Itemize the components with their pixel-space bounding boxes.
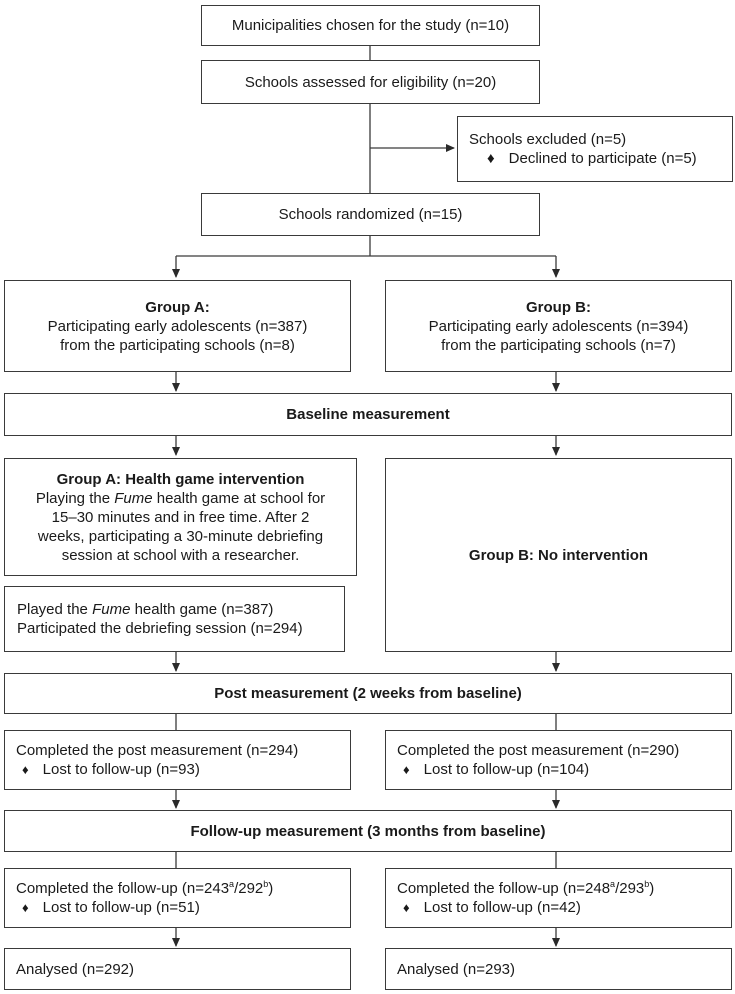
diamond-bullet-icon: ♦ [22,900,29,915]
excluded-bullet-text: Declined to participate (n=5) [508,150,697,167]
diamond-bullet-icon: ♦ [22,762,29,777]
played-line2: Participated the debriefing session (n=2… [17,620,303,637]
followup-a-box: Completed the follow-up (n=243a/292b) ♦ … [4,868,351,928]
group-a-title: Group A: [145,298,210,316]
group-b-line2: from the participating schools (n=7) [441,336,676,354]
followup-measurement-box: Follow-up measurement (3 months from bas… [4,810,732,852]
group-b-title: Group B: [526,298,591,316]
municipalities-box: Municipalities chosen for the study (n=1… [201,5,540,46]
group-b-line1: Participating early adolescents (n=394) [428,317,689,335]
played-line1: Played the Fume health game (n=387) [17,601,274,618]
analysed-a-box: Analysed (n=292) [4,948,351,990]
post-a-completed: Completed the post measurement (n=294) [16,742,299,759]
followup-a-completed: Completed the follow-up (n=243a/292b) [16,879,274,898]
intervention-a-line2: 15–30 minutes and in free time. After 2 [51,508,310,526]
excluded-bullet-row: ♦ Declined to participate (n=5) [469,149,732,168]
post-b-box: Completed the post measurement (n=290) ♦… [385,730,732,790]
post-a-bullet-row: ♦ Lost to follow-up (n=93) [16,760,350,779]
eligibility-label: Schools assessed for eligibility (n=20) [244,73,497,91]
analysed-b-box: Analysed (n=293) [385,948,732,990]
eligibility-box: Schools assessed for eligibility (n=20) [201,60,540,104]
intervention-a-box: Group A: Health game intervention Playin… [4,458,357,576]
analysed-b-label: Analysed (n=293) [397,960,515,978]
followup-b-lost: Lost to follow-up (n=42) [423,899,581,916]
followup-b-box: Completed the follow-up (n=248a/293b) ♦ … [385,868,732,928]
intervention-a-line1: Playing the Fume health game at school f… [35,489,326,507]
intervention-a-line3: weeks, participating a 30-minute debrief… [37,527,324,545]
followup-a-bullet-row: ♦ Lost to follow-up (n=51) [16,898,350,917]
intervention-a-title: Group A: Health game intervention [56,470,305,488]
analysed-a-label: Analysed (n=292) [16,960,134,978]
post-b-lost: Lost to follow-up (n=104) [423,761,590,778]
excluded-title: Schools excluded (n=5) [469,131,627,148]
baseline-box: Baseline measurement [4,393,732,436]
followup-measurement-label: Follow-up measurement (3 months from bas… [190,822,546,840]
post-measurement-label: Post measurement (2 weeks from baseline) [214,685,522,702]
followup-a-lost: Lost to follow-up (n=51) [42,899,200,916]
post-b-bullet-row: ♦ Lost to follow-up (n=104) [397,760,731,779]
no-intervention-b-box: Group B: No intervention [385,458,732,652]
post-a-lost: Lost to follow-up (n=93) [42,761,200,778]
post-a-box: Completed the post measurement (n=294) ♦… [4,730,351,790]
group-a-box: Group A: Participating early adolescents… [4,280,351,372]
played-box: Played the Fume health game (n=387) Part… [4,586,345,652]
post-measurement-box: Post measurement (2 weeks from baseline) [4,673,732,714]
diamond-bullet-icon: ♦ [403,900,410,915]
diamond-bullet-icon: ♦ [403,762,410,777]
randomized-label: Schools randomized (n=15) [278,206,463,223]
municipalities-label: Municipalities chosen for the study (n=1… [231,17,510,34]
no-intervention-b-label: Group B: No intervention [468,546,649,564]
group-a-line2: from the participating schools (n=8) [60,336,295,354]
followup-b-completed: Completed the follow-up (n=248a/293b) [397,879,655,898]
diamond-bullet-icon: ♦ [487,150,495,167]
randomized-box: Schools randomized (n=15) [201,193,540,236]
post-b-completed: Completed the post measurement (n=290) [397,742,680,759]
intervention-a-line4: session at school with a researcher. [61,546,300,564]
baseline-label: Baseline measurement [286,406,450,423]
group-b-box: Group B: Participating early adolescents… [385,280,732,372]
followup-b-bullet-row: ♦ Lost to follow-up (n=42) [397,898,731,917]
group-a-line1: Participating early adolescents (n=387) [47,317,308,335]
excluded-box: Schools excluded (n=5) ♦ Declined to par… [457,116,733,182]
